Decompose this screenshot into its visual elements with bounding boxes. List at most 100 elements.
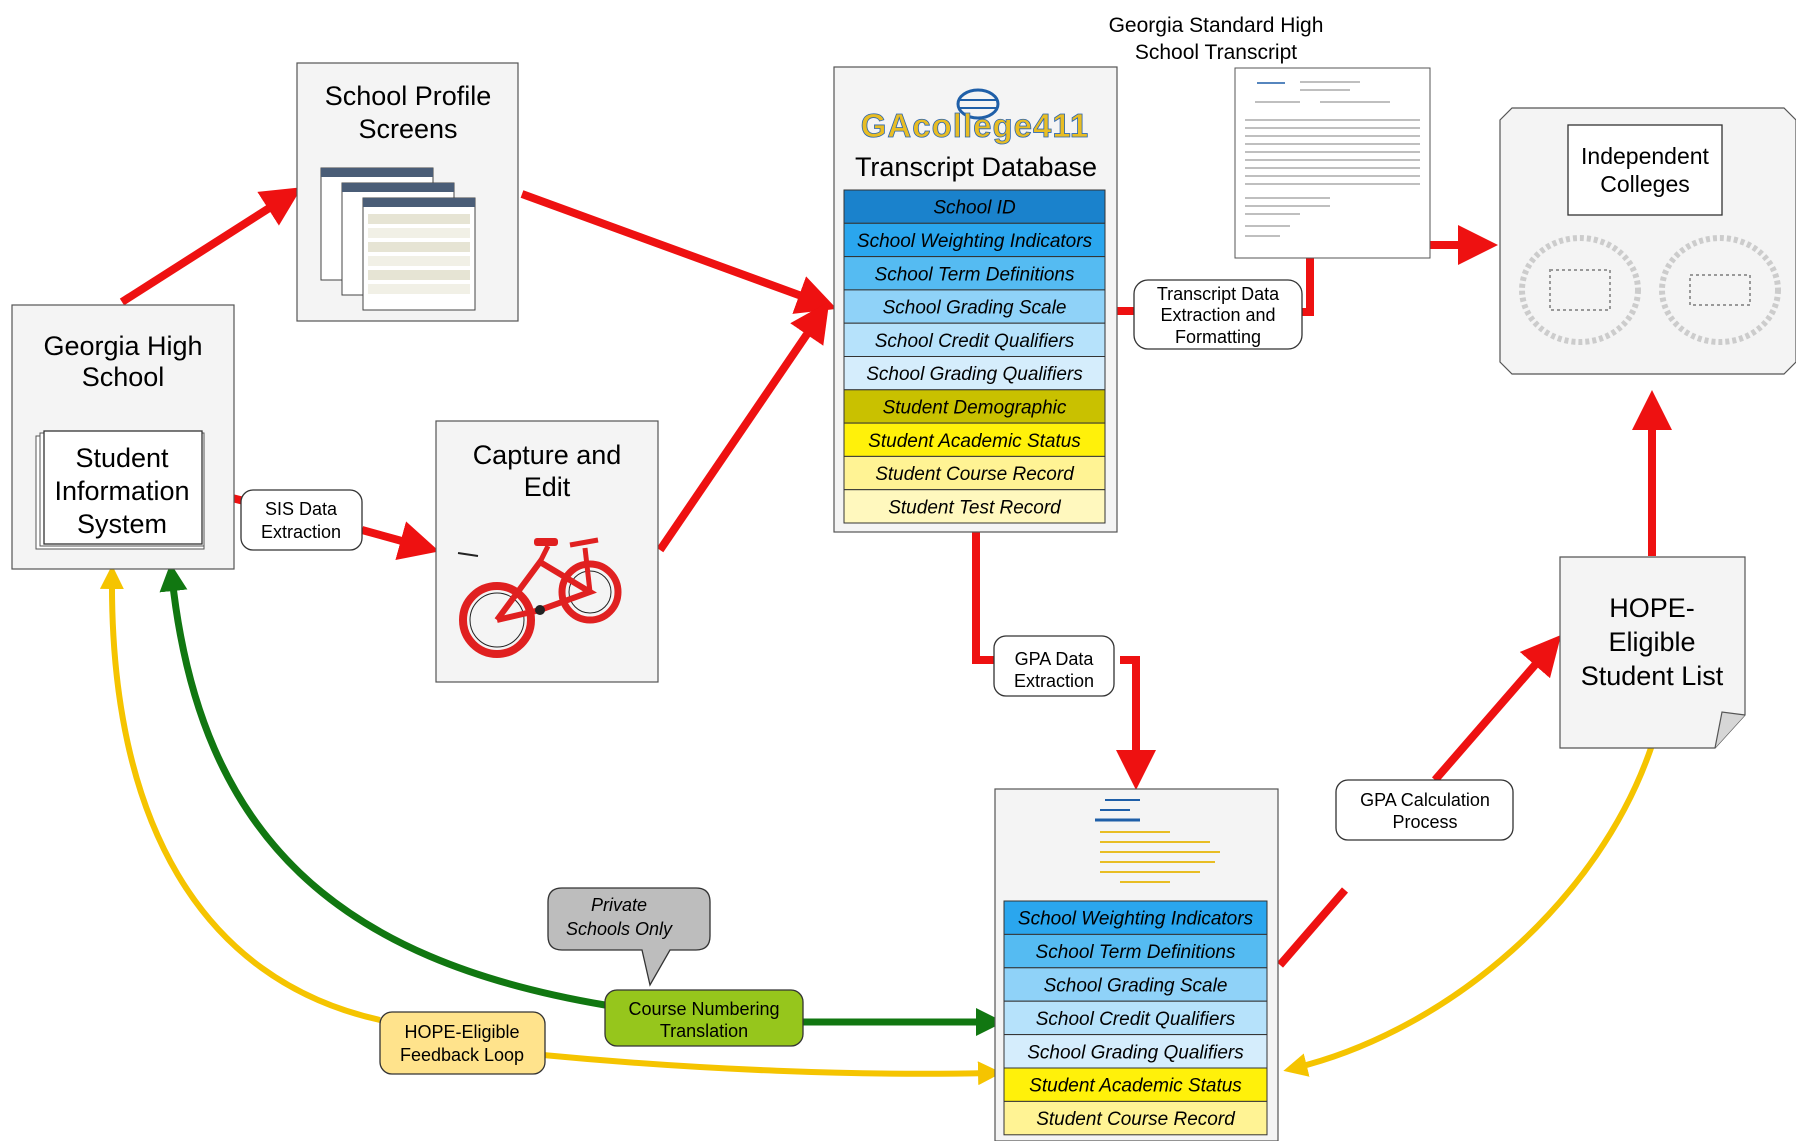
student-information-system-box: Student Information System [35, 430, 205, 550]
capture-edit-title: Capture and [473, 440, 622, 470]
sis-line-3: System [77, 509, 167, 539]
transcript-db-field-label: School Weighting Indicators [857, 231, 1093, 252]
hope-feedback-label: HOPE-Eligible Feedback Loop [379, 1011, 546, 1075]
hope-list-line-3: Student List [1581, 661, 1724, 691]
gpa-db-field-school-term-definitions: School Term Definitions [1003, 933, 1268, 969]
transcript-database-fields: School ID School Weighting IndicatorsScho… [843, 189, 1106, 524]
gpa-logo-illustration [1095, 799, 1220, 883]
gacollege-logo-text: GAcollege411 [861, 107, 1089, 144]
georgia-high-school-node: Georgia High School Student Information … [11, 304, 235, 570]
capture-edit-title-2: Edit [524, 472, 571, 502]
transcript-db-field-label: Student Demographic [883, 397, 1067, 418]
gpa-calculation-line-1: GPA Calculation [1360, 790, 1490, 810]
hope-list-line-1: HOPE- [1609, 593, 1695, 623]
arrow-db-to-gpa-label [972, 532, 994, 664]
sis-extraction-line-2: Extraction [261, 522, 341, 542]
independent-colleges-node: Independent Colleges [1499, 107, 1796, 375]
transcript-database-node: GAcollege411 Transcript Database School … [833, 66, 1118, 533]
gpa-db-field-label: School Credit Qualifiers [1036, 1009, 1236, 1030]
gpa-db-field-label: School Term Definitions [1036, 942, 1236, 963]
sis-extraction-label: SIS Data Extraction [240, 489, 363, 551]
georgia-high-school-title-2: School [82, 362, 165, 392]
transcript-db-field-label: Student Course Record [875, 464, 1075, 485]
independent-colleges-title-2: Colleges [1600, 171, 1690, 197]
gpa-db-field-school-grading-qualifiers: School Grading Qualifiers [1003, 1034, 1268, 1069]
independent-colleges-title: Independent [1581, 143, 1710, 169]
gpa-calculation-label: GPA Calculation Process [1335, 779, 1514, 841]
transcript-db-field-label: Student Academic Status [868, 431, 1081, 452]
transcript-db-field-school-grading-scale: School Grading Scale [843, 289, 1106, 324]
standard-transcript-title-2: School Transcript [1135, 41, 1297, 64]
gpa-db-field-school-weighting-indicators: School Weighting Indicators [1003, 900, 1268, 935]
private-schools-line-2: Schools Only [566, 919, 673, 939]
school-profile-title-2: Screens [358, 114, 457, 144]
transcript-db-field-label: School ID [933, 198, 1016, 219]
course-numbering-label: Course Numbering Translation [604, 989, 804, 1047]
bicycle-illustration [457, 537, 622, 658]
arrow-capture-to-db [656, 301, 830, 553]
sis-line-1: Student [75, 443, 169, 473]
transcript-extraction-line-2: Extraction and [1160, 305, 1275, 325]
transcript-db-field-school-grading-qualifiers: School Grading Qualifiers [843, 356, 1106, 391]
transcript-db-field-school-weighting-indicators: School Weighting Indicators [843, 222, 1106, 258]
private-schools-line-1: Private [591, 895, 647, 915]
school-profile-node: School Profile Screens [296, 62, 519, 322]
gpa-db-field-label: Student Academic Status [1029, 1076, 1242, 1097]
gpa-db-field-label: Student Course Record [1036, 1109, 1236, 1130]
screens-illustration [320, 167, 476, 311]
school-profile-title: School Profile [325, 81, 492, 111]
transcript-db-field-student-demographic: Student Demographic [843, 389, 1106, 424]
gpa-calculation-line-2: Process [1392, 812, 1457, 832]
hope-feedback-line-2: Feedback Loop [400, 1045, 524, 1065]
transcript-db-field-student-academic-status: Student Academic Status [843, 422, 1106, 457]
sis-line-2: Information [54, 476, 189, 506]
gold-feedback-to-gpa-db [542, 1052, 1002, 1086]
arrow-label-to-capture [360, 521, 440, 560]
standard-transcript-node: Georgia Standard High School Transcript [1109, 14, 1431, 259]
transcript-db-field-student-test-record: Student Test Record [843, 489, 1106, 524]
course-numbering-line-1: Course Numbering [628, 999, 779, 1019]
gpa-extraction-label: GPA Data Extraction [993, 635, 1115, 697]
transcript-database-title: Transcript Database [855, 152, 1097, 182]
standard-transcript-title: Georgia Standard High [1109, 14, 1324, 37]
gpa-db-field-student-course-record: Student Course Record [1003, 1100, 1268, 1136]
hope-student-list-node: HOPE- Eligible Student List [1559, 556, 1746, 749]
hope-feedback-line-1: HOPE-Eligible [404, 1022, 519, 1042]
college-seal-illustrations [1519, 235, 1781, 345]
gpa-db-field-school-credit-qualifiers: School Credit Qualifiers [1003, 1000, 1268, 1036]
sis-extraction-line-1: SIS Data [265, 499, 338, 519]
transcript-db-field-label: School Credit Qualifiers [875, 331, 1075, 352]
arrow-calc-to-hope [1431, 634, 1562, 783]
transcript-db-field-label: School Term Definitions [875, 264, 1075, 285]
course-numbering-line-2: Translation [660, 1021, 748, 1041]
gpa-db-field-student-academic-status: Student Academic Status [1003, 1067, 1268, 1102]
hope-list-line-2: Eligible [1608, 627, 1695, 657]
arrow-profile-to-db [520, 190, 837, 314]
gpa-db-field-label: School Grading Qualifiers [1027, 1042, 1244, 1063]
green-course-to-hs [159, 563, 606, 1009]
transcript-extraction-line-3: Formatting [1175, 327, 1261, 347]
arrow-gpa-label-to-gpa-db [1116, 656, 1156, 790]
transcript-document-illustration [1234, 67, 1431, 259]
gpa-db-field-label: School Grading Scale [1044, 976, 1228, 997]
arrow-gpa-db-to-calc [1276, 887, 1349, 968]
gold-hope-to-gpa-db [1283, 744, 1655, 1077]
gold-feedback-to-hs [99, 565, 381, 1023]
transcript-db-field-school-credit-qualifiers: School Credit Qualifiers [843, 322, 1106, 358]
gpa-extraction-line-2: Extraction [1014, 671, 1094, 691]
transcript-db-field-school-id: School ID [843, 189, 1106, 224]
gpa-db-field-label: School Weighting Indicators [1018, 909, 1254, 930]
gpa-db-field-school-grading-scale: School Grading Scale [1003, 967, 1268, 1002]
transcript-db-field-label: Student Test Record [888, 497, 1062, 518]
georgia-high-school-title: Georgia High [43, 331, 202, 361]
transcript-extraction-line-1: Transcript Data [1157, 284, 1280, 304]
transcript-db-field-label: School Grading Scale [883, 298, 1067, 319]
transcript-db-field-school-term-definitions: School Term Definitions [843, 256, 1106, 291]
transcript-db-field-label: School Grading Qualifiers [866, 364, 1083, 385]
gpa-extraction-line-1: GPA Data [1015, 649, 1095, 669]
transcript-db-field-student-course-record: Student Course Record [843, 455, 1106, 491]
transcript-extraction-label: Transcript Data Extraction and Formattin… [1133, 279, 1303, 350]
